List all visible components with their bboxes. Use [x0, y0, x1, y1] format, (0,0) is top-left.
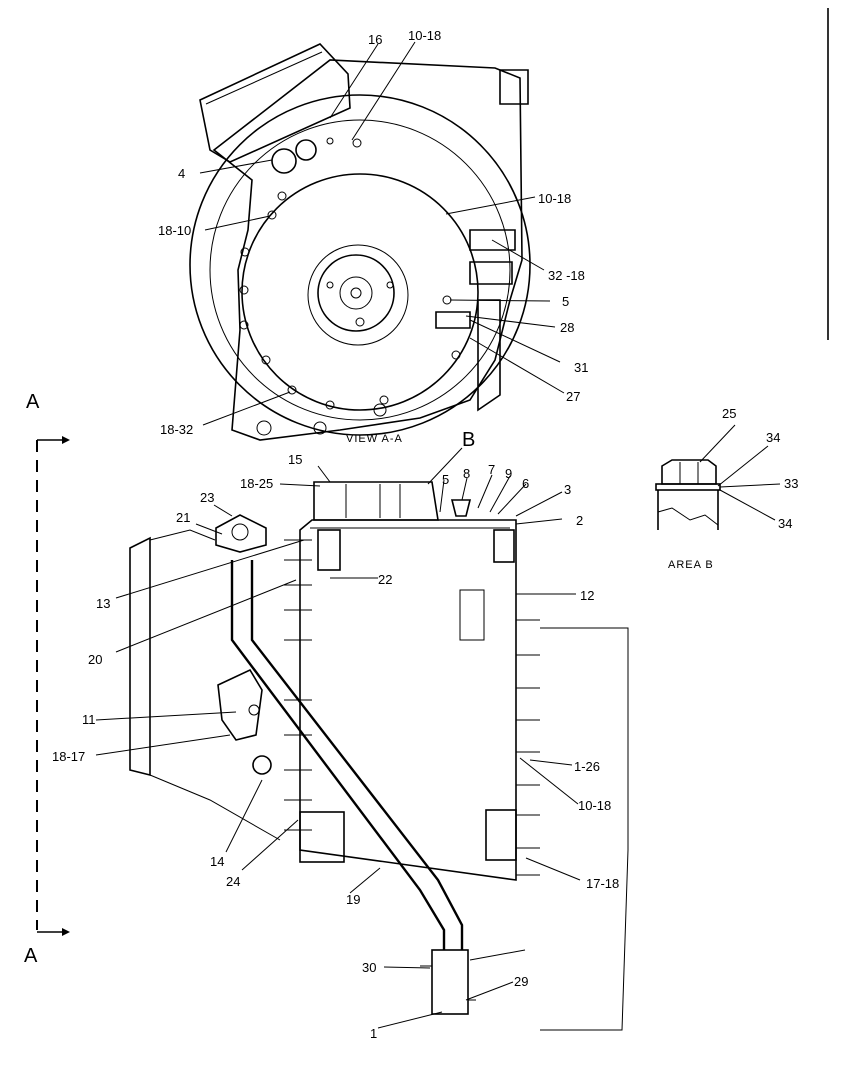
label-14: 14: [210, 854, 224, 869]
view-label: VIEW A-A: [346, 433, 403, 445]
section-letter-a-top: A: [26, 391, 40, 413]
label-12: 12: [580, 588, 594, 603]
label-18-10: 18-10: [158, 223, 191, 238]
label-33: 33: [784, 476, 798, 491]
area-b-detail: [655, 424, 781, 530]
label-10-18c: 10-18: [578, 798, 611, 813]
label-29: 29: [514, 974, 528, 989]
label-1-26: 1-26: [574, 759, 600, 774]
label-22: 22: [378, 572, 392, 587]
label-32-18: 32 -18: [548, 268, 585, 283]
label-18-17: 18-17: [52, 749, 85, 764]
label-5a: 5: [562, 294, 569, 309]
label-8: 8: [463, 466, 470, 481]
label-24: 24: [226, 874, 240, 889]
label-31: 31: [574, 360, 588, 375]
side-view-drawing: [129, 481, 629, 1031]
section-letter-b: B: [462, 429, 475, 451]
side-view-leaders: [95, 447, 581, 1029]
label-7: 7: [488, 462, 495, 477]
label-28: 28: [560, 320, 574, 335]
section-line: [36, 436, 70, 936]
label-18-32: 18-32: [160, 422, 193, 437]
label-15: 15: [288, 452, 302, 467]
label-10-18a: 10-18: [408, 28, 441, 43]
label-1: 1: [370, 1026, 377, 1041]
label-17-18: 17-18: [586, 876, 619, 891]
label-5b: 5: [442, 472, 449, 487]
view-a-a-leaders: [199, 41, 565, 426]
label-11: 11: [82, 712, 96, 727]
label-23: 23: [200, 490, 214, 505]
label-34b: 34: [778, 516, 792, 531]
view-a-a-drawing: [189, 8, 829, 441]
label-30: 30: [362, 960, 376, 975]
label-9: 9: [505, 466, 512, 481]
label-19: 19: [346, 892, 360, 907]
label-3: 3: [564, 482, 571, 497]
label-10-18b: 10-18: [538, 191, 571, 206]
label-16: 16: [368, 32, 382, 47]
label-27: 27: [566, 389, 580, 404]
label-21: 21: [176, 510, 190, 525]
label-2: 2: [576, 513, 583, 528]
label-20: 20: [88, 652, 102, 667]
label-13: 13: [96, 596, 110, 611]
label-25: 25: [722, 406, 736, 421]
label-4: 4: [178, 166, 185, 181]
section-letter-a-bottom: A: [24, 945, 38, 967]
part-labels: 16 10-18 4 10-18 18-10 32 -18 5 28 31 27…: [24, 28, 798, 1041]
label-34a: 34: [766, 430, 780, 445]
label-18-25: 18-25: [240, 476, 273, 491]
label-6: 6: [522, 476, 529, 491]
area-label: AREA B: [668, 559, 714, 571]
